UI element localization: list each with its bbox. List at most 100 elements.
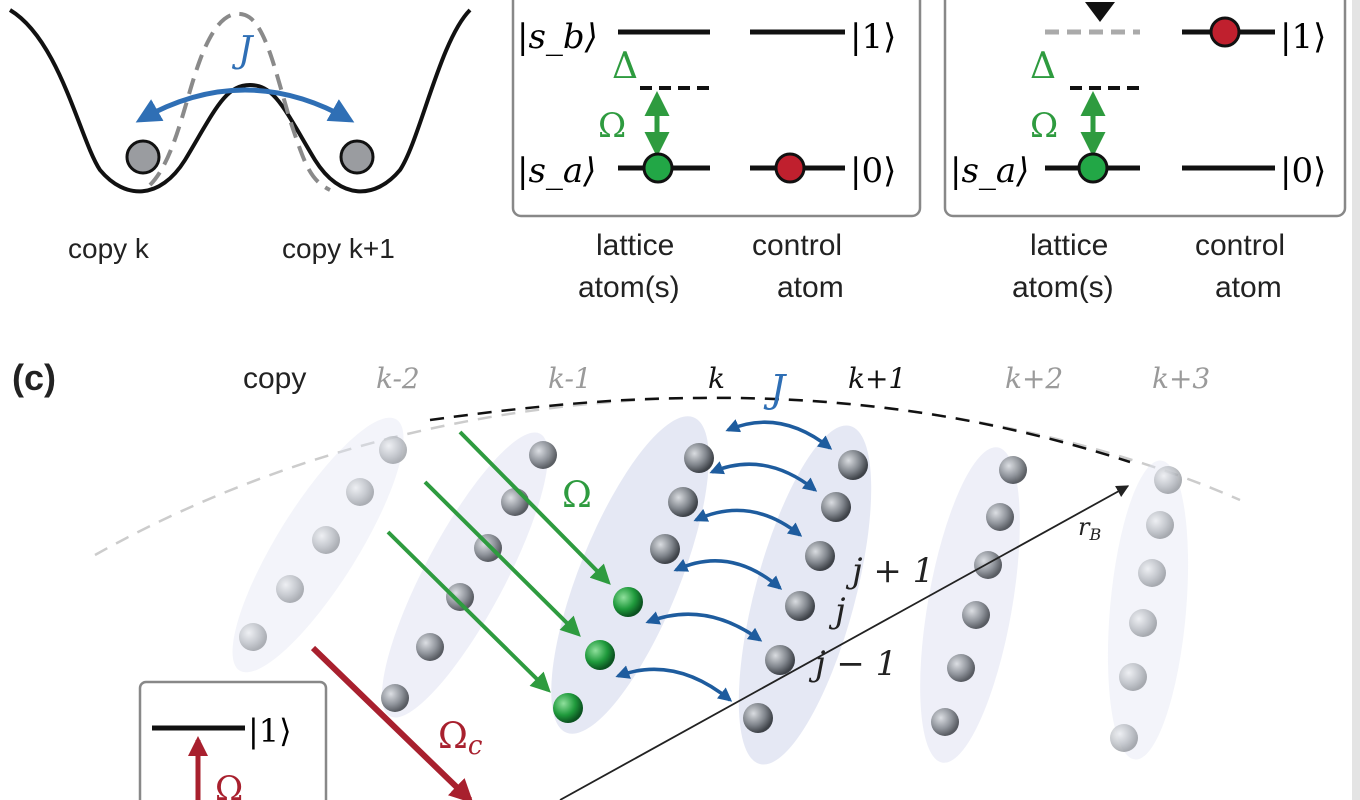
ket-1-b2: |1⟩: [1280, 17, 1326, 57]
rb-label: rB: [1078, 513, 1101, 544]
atom: [1119, 663, 1147, 691]
atoms-copy-k3: [1110, 466, 1182, 752]
control-label-b2-2: atom: [1215, 271, 1282, 304]
hop-arrow: [615, 665, 733, 702]
hop-arrow: [673, 558, 783, 590]
control-atom-red: [774, 152, 806, 184]
atom: [838, 450, 868, 480]
atom: [312, 526, 340, 554]
rb-arrow: [559, 485, 1130, 800]
atom-copy-k1: [339, 139, 375, 175]
atom: [1138, 559, 1166, 587]
lattice-label-2: atom(s): [578, 271, 680, 304]
atom: [999, 456, 1027, 484]
ket-sa-b2: |s_a⟩: [950, 151, 1029, 191]
drive-arrow: [423, 480, 581, 637]
atom: [931, 708, 959, 736]
atom: [986, 503, 1014, 531]
hop-arrow: [693, 508, 803, 537]
panel-c-lattice: (c) copy k-2 k-1 k k+1 k+2 k+3: [12, 357, 1241, 800]
panel-b-frame: [511, 0, 922, 218]
omega-label-c: Ω: [562, 475, 592, 516]
atom: [446, 583, 474, 611]
atom: [947, 654, 975, 682]
lattice-label-1: lattice: [596, 229, 674, 262]
control-drive-arrow: [310, 645, 474, 800]
control-label-2: atom: [777, 271, 844, 304]
atom: [1110, 724, 1138, 752]
atom-green: [553, 693, 583, 723]
inset-frame: [138, 680, 328, 800]
atom: [785, 591, 815, 621]
lattice-label-b2-2: atom(s): [1012, 271, 1114, 304]
ket-0-b2: |0⟩: [1280, 151, 1326, 191]
atom-green: [613, 587, 643, 617]
copy-label-k1: k+1: [848, 362, 906, 395]
copy-label-k-2: k-2: [376, 362, 420, 395]
copy-label-k-1: k-1: [548, 362, 592, 395]
atom: [743, 703, 773, 733]
coupling-label-J: J: [231, 30, 255, 71]
copy-k1-label: copy k+1: [282, 233, 395, 264]
omega-c-label: Ωc: [438, 716, 483, 761]
atom-green: [585, 640, 615, 670]
drive-arrow: [386, 530, 551, 693]
copy-label-k3: k+3: [1152, 362, 1210, 395]
lattice-label-b2-1: lattice: [1030, 229, 1108, 262]
panel-a-double-well: J copy k copy k+1: [8, 8, 472, 264]
ket-sb: |s_b⟩: [517, 17, 598, 57]
hopping-arrows: [615, 419, 833, 702]
atom: [765, 645, 795, 675]
ket-1: |1⟩: [850, 17, 896, 57]
atom: [379, 436, 407, 464]
atom: [529, 441, 557, 469]
delta-label: Δ: [612, 46, 638, 87]
panel-b-level-scheme: |s_b⟩ |1⟩ Δ Ω |s_a⟩ |0⟩ lattice atom(s) …: [511, 0, 922, 304]
drive-arrows: [386, 430, 611, 693]
copy-label-k: k: [708, 362, 725, 395]
j-minus-label: j − 1: [808, 644, 897, 684]
atom: [684, 443, 714, 473]
coupling-label-J-c: J: [763, 367, 787, 411]
atom: [501, 488, 529, 516]
atom: [1146, 511, 1174, 539]
atoms-copy-k1: [743, 450, 868, 733]
inset-ket-1: |1⟩: [248, 712, 292, 750]
ket-0: |0⟩: [850, 151, 896, 191]
atom: [416, 633, 444, 661]
hop-arrow: [709, 461, 818, 492]
ket-sa: |s_a⟩: [517, 151, 596, 191]
arrow-head-top: [1085, 2, 1115, 22]
atom: [1129, 609, 1157, 637]
drive-arrow: [458, 430, 611, 585]
atom: [239, 623, 267, 651]
control-label-1: control: [752, 229, 842, 262]
panel-c-label: (c): [12, 357, 56, 398]
omega-label-b2: Ω: [1030, 106, 1058, 146]
omega-label: Ω: [598, 106, 626, 146]
atom: [474, 534, 502, 562]
atom: [974, 551, 1002, 579]
atom: [668, 487, 698, 517]
panel-b2-level-scheme: |1⟩ Δ Ω |s_a⟩ |0⟩ lattice atom(s) contro…: [943, 0, 1347, 304]
control-label-b2-1: control: [1195, 229, 1285, 262]
atom: [1154, 466, 1182, 494]
copy-word: copy: [243, 362, 306, 395]
tunneling-arrow: [135, 87, 355, 123]
hop-arrow: [725, 419, 833, 450]
right-edge-strip: [1352, 0, 1360, 800]
blockade-arc-dark: [429, 396, 1131, 464]
inset-omega: Ω: [215, 769, 243, 800]
atom: [805, 541, 835, 571]
double-well-potential: [8, 8, 472, 194]
control-atom-red-b2: [1209, 16, 1241, 48]
j-plus-label: j + 1: [845, 551, 934, 591]
atom: [276, 575, 304, 603]
atom-copy-k: [125, 139, 161, 175]
inset-control-levels: |1⟩ Ω: [138, 680, 328, 800]
lattice-atom-green: [642, 152, 674, 184]
atoms-copy-k-2: [239, 436, 407, 651]
atoms-copy-k2: [931, 456, 1027, 736]
atoms-copy-k-1: [381, 441, 557, 712]
